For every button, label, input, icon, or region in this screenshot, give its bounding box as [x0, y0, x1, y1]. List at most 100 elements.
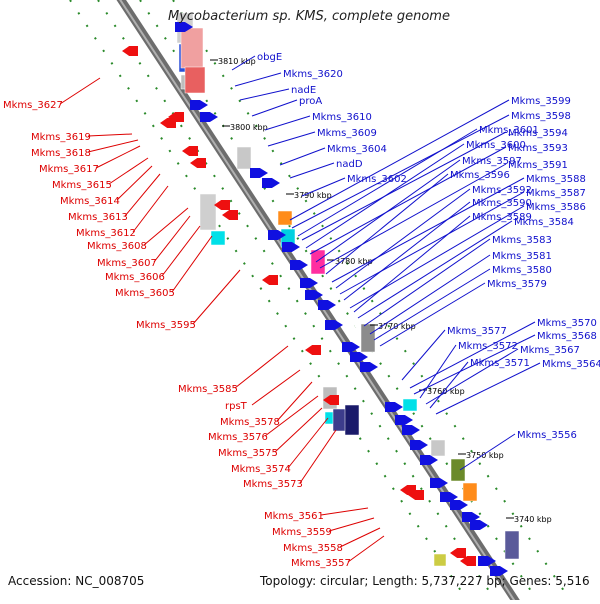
genome-summary-text: Topology: circular; Length: 5,737,227 bp… [260, 574, 590, 588]
right-label: obgE [257, 52, 282, 63]
left-leader [328, 517, 375, 532]
left-leader [192, 269, 241, 325]
right-label: Mkms_3593 [508, 143, 568, 154]
right-leader [319, 163, 507, 269]
gene-block-left-0 [180, 27, 204, 69]
left-leader [347, 535, 385, 563]
reverse-gene-arrow-3 [182, 146, 198, 156]
right-label: Mkms_3568 [537, 331, 597, 342]
right-label: Mkms_3592 [472, 185, 532, 196]
forward-gene-arrow-3 [250, 168, 268, 178]
right-label: Mkms_3567 [520, 345, 580, 356]
reverse-gene-arrow-2 [168, 112, 184, 122]
track-line-3 [172, 0, 571, 601]
right-leader [231, 55, 256, 71]
right-leader [291, 114, 510, 229]
left-label: Mkms_3561 [264, 511, 324, 522]
right-labels: obgEMkms_3620nadEproAMkms_3610Mkms_3609M… [257, 52, 600, 441]
right-leader [373, 268, 491, 341]
left-leader [87, 133, 133, 137]
forward-gene-arrow-9 [305, 290, 323, 300]
reverse-gene-arrow-11 [408, 490, 424, 500]
gene-block-10 [430, 439, 446, 457]
right-label: Mkms_3591 [508, 160, 568, 171]
right-label: nadE [291, 85, 316, 96]
left-leader [276, 381, 313, 422]
left-leader [274, 407, 323, 453]
scale-tick-label: 3810 kbp [218, 57, 256, 66]
right-label: Mkms_3564 [542, 359, 600, 370]
right-leader [309, 146, 507, 255]
gene-block-left-1 [184, 66, 206, 94]
right-leader [357, 220, 513, 319]
right-leader [379, 282, 486, 347]
scale-tick-label: 3760 kbp [427, 387, 465, 396]
right-leader [459, 433, 516, 471]
left-label: rpsT [225, 401, 248, 412]
reverse-gene-arrow-4 [190, 158, 206, 168]
right-leader [331, 177, 525, 283]
right-leader [301, 131, 507, 241]
left-leader [234, 345, 289, 389]
left-label-leaders [59, 77, 385, 563]
right-label: proA [299, 96, 322, 107]
right-label: Mkms_3572 [458, 341, 518, 352]
forward-gene-arrow-20 [430, 478, 448, 488]
reverse-gene-arrow-7 [262, 275, 278, 285]
right-leader [419, 344, 457, 399]
left-leader [87, 139, 139, 153]
gene-block-13 [504, 530, 520, 560]
left-label: Mkms_3615 [52, 180, 112, 191]
left-leader [161, 225, 201, 277]
right-label: Mkms_3589 [472, 212, 532, 223]
left-leader [143, 207, 189, 246]
forward-gene-arrow-8 [300, 278, 318, 288]
left-label: Mkms_3607 [97, 258, 157, 269]
right-label: Mkms_3596 [450, 170, 510, 181]
right-leader [315, 159, 461, 263]
right-label: Mkms_3586 [526, 202, 586, 213]
left-label: Mkms_3605 [115, 288, 175, 299]
right-label-leaders [231, 55, 541, 471]
right-leader [234, 72, 282, 87]
right-label: Mkms_3601 [479, 125, 539, 136]
right-leader [301, 177, 346, 197]
left-label: Mkms_3557 [291, 558, 351, 569]
left-leader [287, 417, 329, 469]
reverse-gene-arrow-0 [122, 46, 138, 56]
left-label: Mkms_3585 [178, 384, 238, 395]
right-label: Mkms_3587 [526, 188, 586, 199]
right-label: Mkms_3577 [447, 326, 507, 337]
left-leader [116, 165, 153, 201]
forward-gene-arrow-7 [290, 260, 308, 270]
forward-gene-arrow-22 [450, 500, 468, 510]
right-label: Mkms_3610 [312, 112, 372, 123]
left-label: Mkms_3595 [136, 320, 196, 331]
right-label: Mkms_3579 [487, 279, 547, 290]
right-label: Mkms_3600 [466, 140, 526, 151]
right-label: Mkms_3594 [508, 128, 568, 139]
left-label: Mkms_3576 [208, 432, 268, 443]
gene-block-14 [433, 553, 447, 567]
left-label: Mkms_3575 [218, 448, 278, 459]
forward-gene-arrow-11 [325, 320, 343, 330]
gene-block-9 [402, 398, 418, 412]
right-leader [369, 254, 491, 335]
right-leader [289, 162, 335, 179]
gene-block-3 [236, 146, 252, 170]
forward-gene-arrow-21 [440, 492, 458, 502]
right-leader [335, 188, 471, 289]
right-leader [239, 88, 290, 101]
reverse-gene-arrow-5 [214, 200, 230, 210]
right-label: Mkms_3583 [492, 235, 552, 246]
scale-tick-label: 3800 kbp [230, 123, 268, 132]
forward-gene-arrow-10 [318, 300, 336, 310]
right-leader [413, 334, 536, 395]
left-label: Mkms_3574 [231, 464, 291, 475]
left-leader [320, 507, 369, 516]
left-label: Mkms_3578 [220, 417, 280, 428]
left-label: Mkms_3612 [76, 228, 136, 239]
scale-tick-label: 3750 kbp [466, 451, 504, 460]
left-label: Mkms_3559 [272, 527, 332, 538]
